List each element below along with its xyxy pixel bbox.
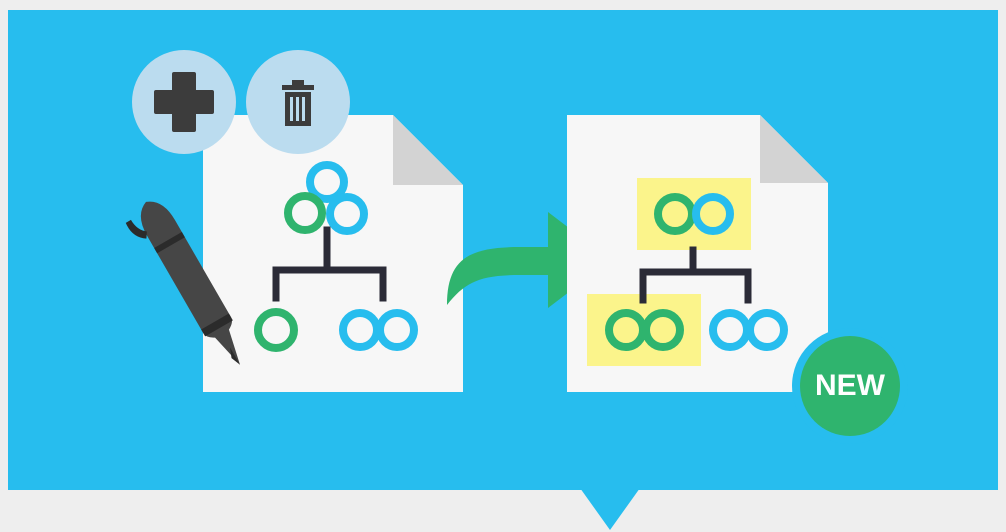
plus-icon — [154, 72, 214, 132]
node-circle-green — [642, 309, 684, 351]
node-circle-blue — [306, 161, 348, 203]
node-circle-blue — [326, 193, 368, 235]
banner-pointer — [580, 488, 640, 530]
delete-button[interactable] — [246, 50, 350, 154]
new-badge-label: NEW — [800, 336, 900, 436]
page-fold-icon — [760, 115, 828, 183]
target-org-chart — [587, 178, 788, 366]
pen-icon — [125, 201, 240, 365]
add-button[interactable] — [132, 50, 236, 154]
node-circle-blue — [746, 309, 788, 351]
page-fold-icon — [393, 115, 463, 185]
node-circle-green — [284, 192, 326, 234]
node-circle-blue — [376, 309, 418, 351]
new-badge: NEW — [792, 328, 908, 444]
org-connector — [639, 246, 752, 304]
node-circle-green — [254, 308, 298, 352]
source-document — [203, 115, 463, 392]
org-connector — [272, 226, 387, 302]
source-org-chart — [254, 161, 418, 352]
trash-icon — [282, 80, 314, 126]
node-circle-blue — [692, 193, 734, 235]
